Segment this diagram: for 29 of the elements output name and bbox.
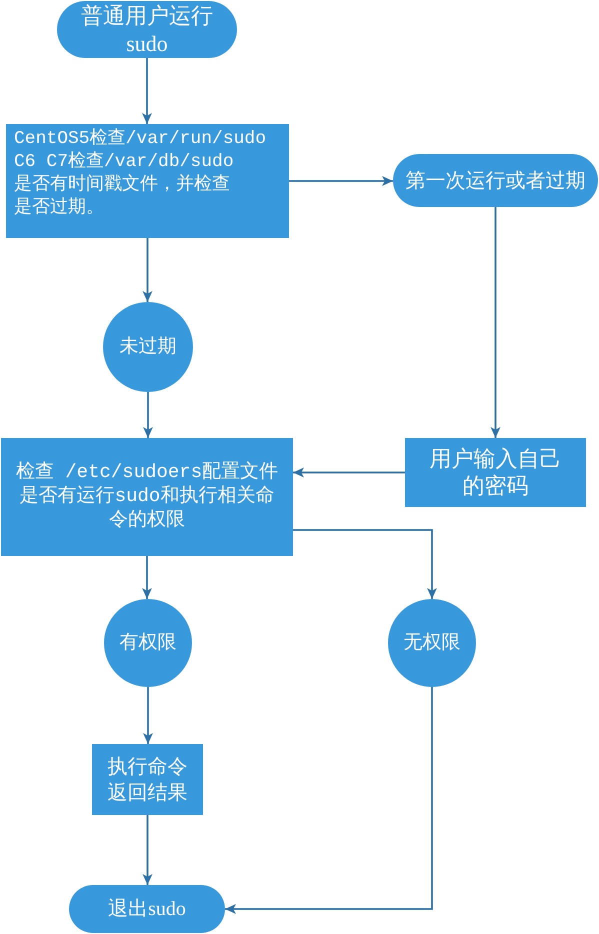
arrow	[142, 815, 152, 885]
process-box	[405, 438, 586, 507]
node-label: 普通用户运行sudo	[80, 2, 214, 57]
process-box	[92, 744, 203, 815]
process-box	[1, 438, 293, 556]
node-label: 未过期	[118, 336, 178, 358]
arrow	[293, 468, 405, 478]
arrow	[490, 207, 500, 438]
node-label: CentOS5检查/var/run/sudo	[14, 128, 266, 151]
arrow	[293, 529, 437, 599]
process-box	[6, 124, 289, 238]
terminal-pill	[393, 154, 598, 207]
terminal-pill	[69, 885, 225, 933]
node-label: 检查 /etc/sudoers配置文件是否有运行sudo和执行相关命令的权限	[14, 461, 280, 533]
node-label: 有权限	[118, 632, 178, 654]
arrow	[289, 176, 393, 186]
arrow	[225, 687, 433, 914]
node-label: 是否有时间戳文件，并检查是否过期。	[14, 174, 231, 220]
node-label: C6 C7检查/var/db/sudo	[14, 150, 234, 174]
arrow	[142, 238, 152, 302]
arrow	[142, 58, 152, 124]
node-label: 退出sudo	[107, 897, 187, 921]
node-label: 第一次运行或者过期	[404, 168, 586, 192]
node-label: 无权限	[402, 632, 462, 654]
node-label: 用户输入自己的密码	[428, 446, 562, 499]
node-label: 执行命令返回结果	[106, 754, 188, 806]
arrow	[143, 392, 153, 438]
arrow	[142, 556, 152, 599]
arrow	[143, 687, 153, 744]
